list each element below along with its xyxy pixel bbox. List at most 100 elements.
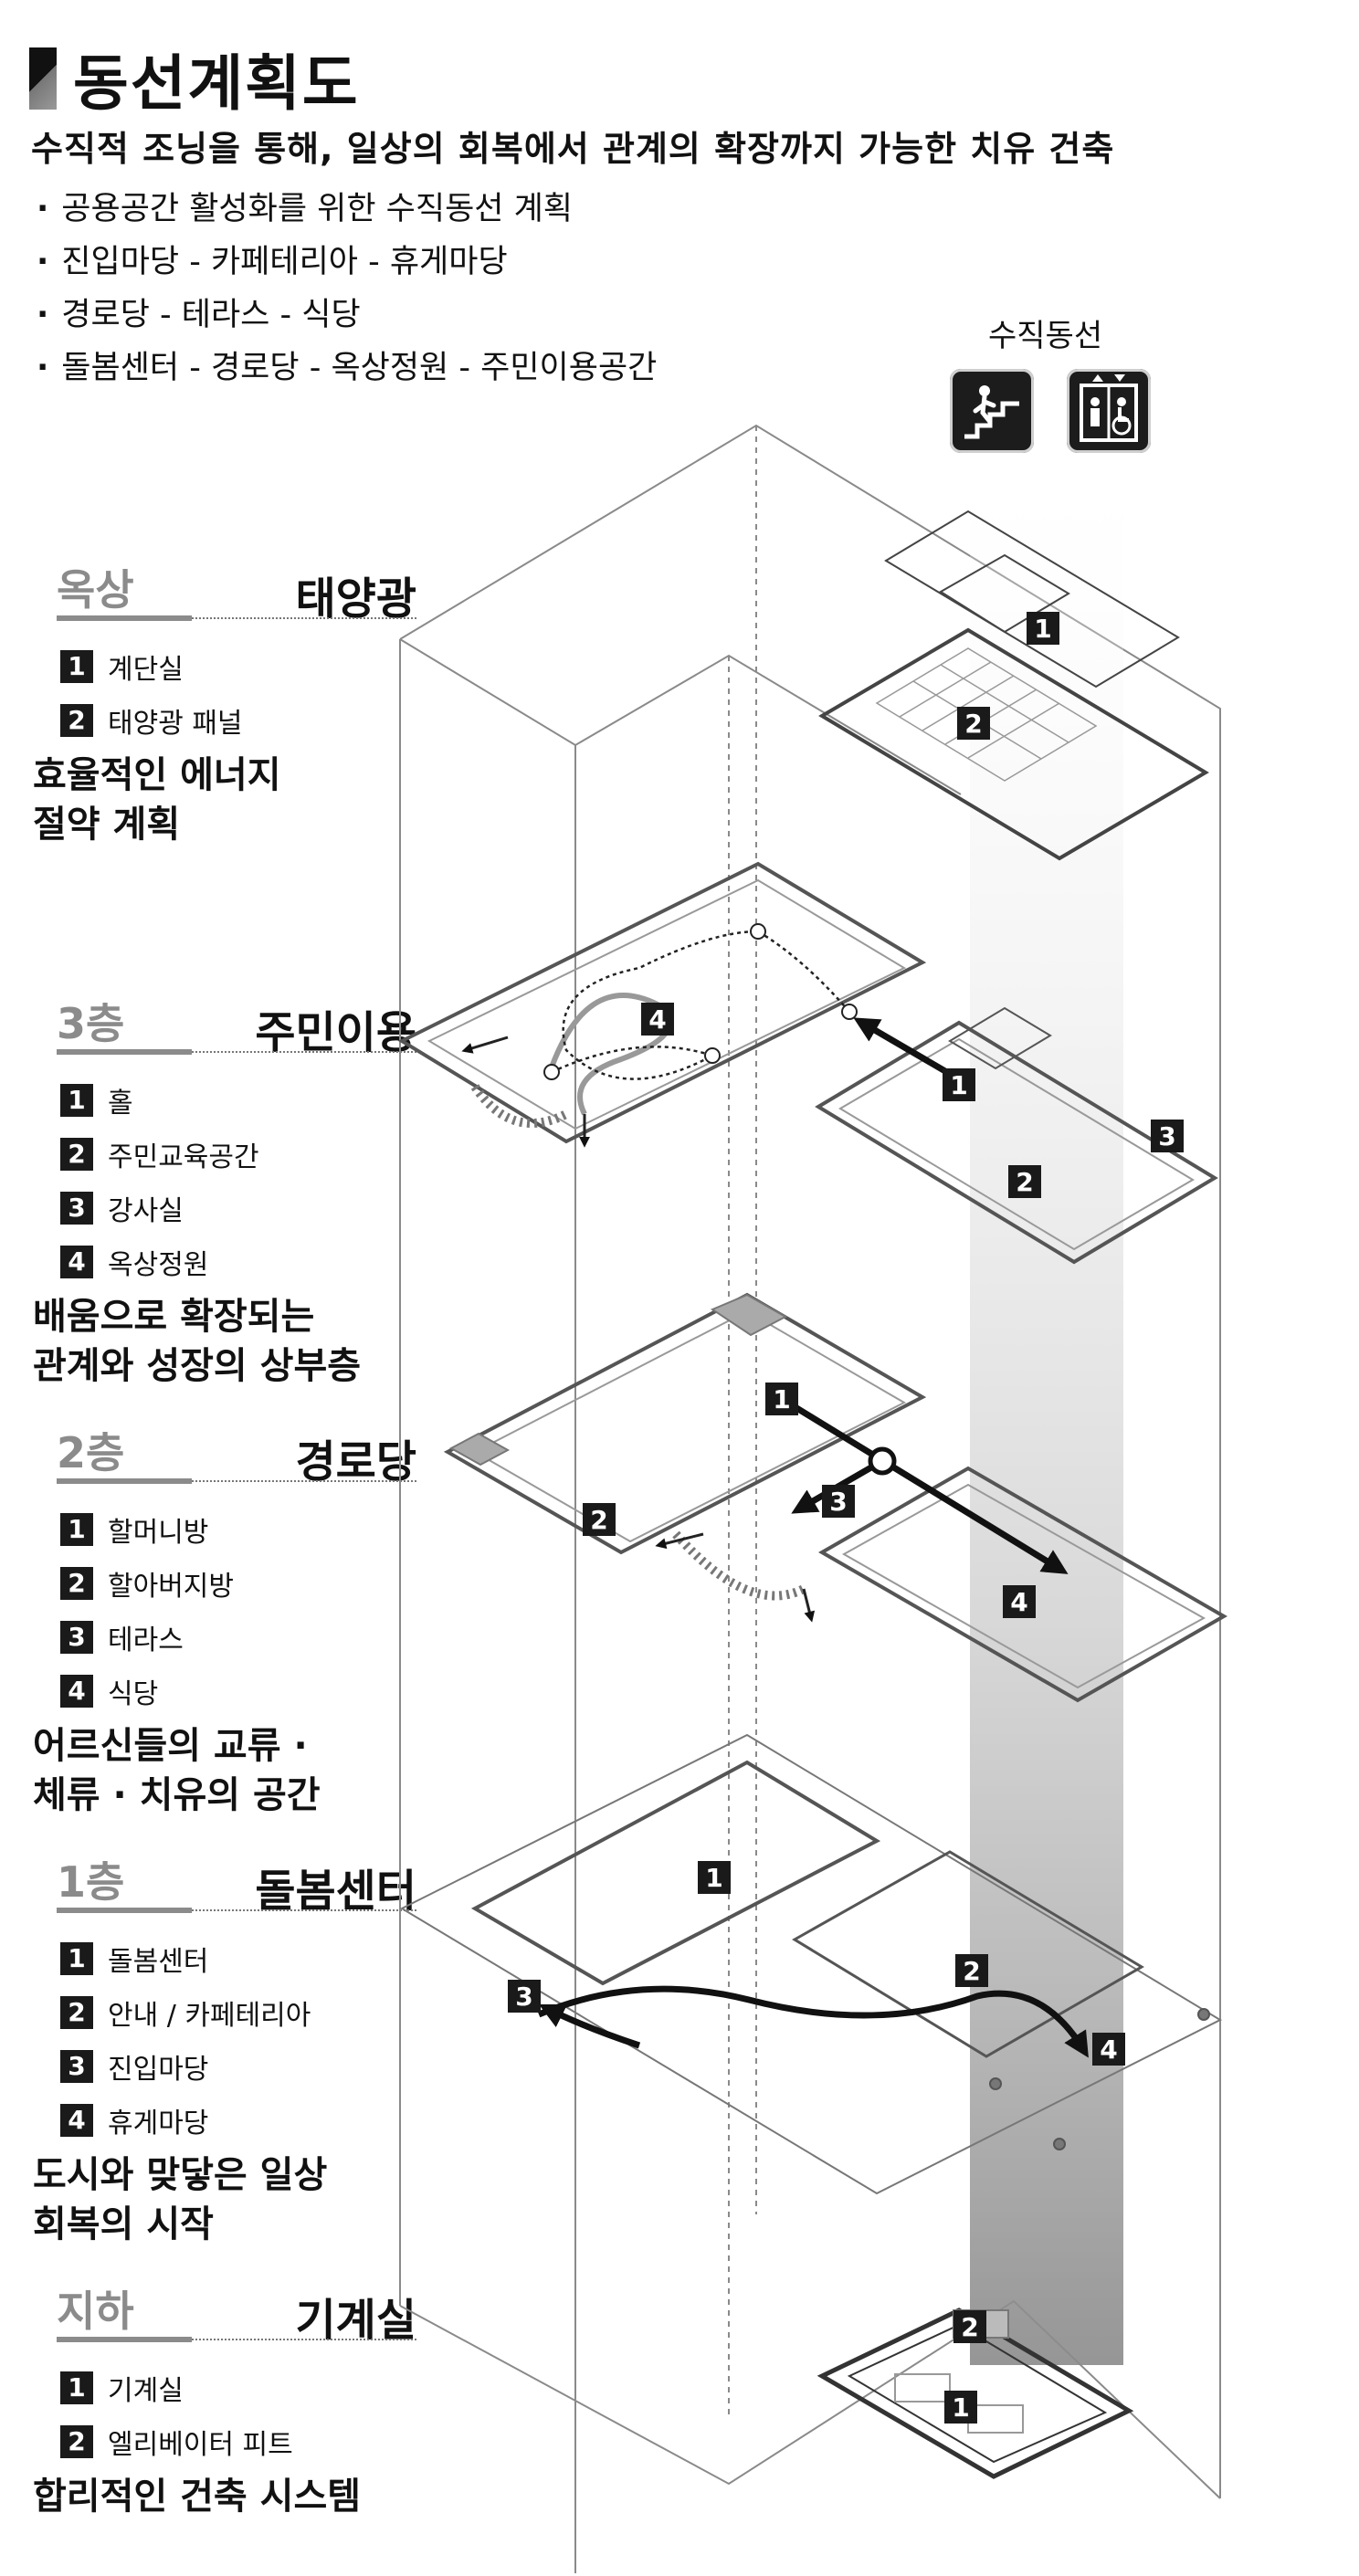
floor-item-label: 기계실 [108, 2374, 184, 2407]
floor-level-label: 1층 [57, 1857, 125, 1907]
diagram-marker-box [583, 1503, 616, 1536]
number-badge: 1 [60, 1083, 93, 1117]
floor-plan-1f [399, 1733, 1223, 2195]
bullet-item: 경로당 - 테라스 - 식당 [37, 289, 657, 342]
number-badge: 2 [60, 2424, 93, 2458]
floor-item-label: 강사실 [108, 1194, 184, 1227]
diagram-marker-box [1092, 2033, 1125, 2066]
floor-description: 도시와 맞닿은 일상 회복의 시작 [33, 2154, 328, 2245]
floor-level-label: 옥상 [57, 565, 134, 615]
floor-plan-roof [818, 510, 1209, 861]
floor-item-label: 할머니방 [108, 1516, 209, 1549]
stairs-icon [950, 369, 1034, 453]
number-badge: 1 [60, 649, 93, 683]
diagram-marker: 1 [773, 1384, 790, 1414]
diagram-marker: 4 [1010, 1587, 1027, 1617]
floor-item-label: 휴게마당 [108, 2107, 209, 2140]
diagram-marker: 1 [950, 1070, 967, 1100]
floor-item-label: 엘리베이터 피트 [108, 2428, 293, 2461]
floor-item-label: 할아버지방 [108, 1570, 234, 1603]
number-badge: 3 [60, 1191, 93, 1225]
diagram-marker-box [955, 1954, 988, 1987]
diagram-marker-box [698, 1861, 731, 1894]
diagram-marker-box [943, 1068, 975, 1101]
floor-description: 효율적인 에너지 절약 계획 [33, 754, 281, 846]
floor-item-label: 홀 [108, 1087, 133, 1120]
floor-item: 1 할머니방 [60, 1502, 416, 1556]
bullet-item: 진입마당 - 카페테리아 - 휴게마당 [37, 236, 657, 289]
floor-description: 합리적인 건축 시스템 [33, 2476, 362, 2518]
diagram-marker-box [944, 2391, 977, 2424]
floor-level-label: 2층 [57, 1428, 125, 1477]
floor-item-label: 진입마당 [108, 2053, 209, 2086]
floor-item-label: 식당 [108, 1677, 159, 1710]
page-title: 동선계획도 [73, 48, 360, 119]
diagram-marker-box [765, 1383, 798, 1415]
number-badge: 2 [60, 703, 93, 737]
bullet-item: 돌봄센터 - 경로당 - 옥상정원 - 주민이용공간 [37, 342, 657, 394]
vertical-circulation-label: 수직동선 [988, 318, 1103, 354]
diagram-marker: 3 [829, 1487, 847, 1517]
floor-divider [57, 615, 416, 621]
diagram-marker: 1 [1034, 614, 1051, 644]
diagram-marker: 4 [648, 1004, 666, 1035]
diagram-marker: 1 [705, 1863, 722, 1893]
floor-item: 4 식당 [60, 1664, 416, 1718]
diagram-marker: 1 [952, 2392, 969, 2423]
number-badge: 4 [60, 2103, 93, 2137]
floor-name: 주민이용 [255, 1007, 416, 1058]
floor-item-label: 계단실 [108, 653, 184, 686]
floor-item: 2 주민교육공간 [60, 1127, 416, 1181]
diagram-marker: 3 [1158, 1121, 1175, 1151]
diagram-marker: 2 [964, 709, 982, 739]
number-badge: 1 [60, 1512, 93, 1546]
diagram-marker-box [641, 1003, 674, 1036]
number-badge: 3 [60, 1620, 93, 1654]
diagram-marker: 3 [515, 1982, 532, 2012]
diagram-marker-box [508, 1980, 541, 2013]
number-badge: 4 [60, 1674, 93, 1708]
diagram-marker-box [1008, 1165, 1041, 1198]
floor-item: 1 계단실 [60, 639, 416, 693]
floor-item: 2 엘리베이터 피트 [60, 2414, 416, 2468]
floor-divider [57, 1908, 416, 1913]
floor-name: 태양광 [295, 573, 416, 625]
diagram-marker: 2 [1016, 1167, 1033, 1197]
floor-item-label: 안내 / 카페테리아 [108, 1999, 311, 2032]
floor-item-label: 돌봄센터 [108, 1945, 209, 1978]
floor-level-label: 지하 [57, 2287, 134, 2336]
floor-item-label: 주민교육공간 [108, 1141, 259, 1173]
floor-divider [57, 1478, 416, 1484]
number-badge: 4 [60, 1245, 93, 1278]
diagram-marker: 4 [1100, 2035, 1117, 2065]
title-marker [29, 47, 57, 110]
floor-plan-2f [443, 1292, 1228, 1703]
diagram-marker-box [1003, 1585, 1036, 1618]
elevator-icon [1067, 369, 1151, 453]
floor-name: 돌봄센터 [255, 1866, 416, 1917]
floor-item: 4 휴게마당 [60, 2093, 416, 2147]
floor-name: 경로당 [295, 1436, 416, 1488]
floor-description: 배움으로 확장되는 관계와 성장의 상부층 [33, 1296, 362, 1387]
bullet-list: 공용공간 활성화를 위한 수직동선 계획 진입마당 - 카페테리아 - 휴게마당… [37, 183, 657, 394]
diagram-markers: 1 2 4 1 3 2 1 2 3 4 1 2 3 4 2 1 [508, 612, 1184, 2424]
number-badge: 2 [60, 1137, 93, 1171]
